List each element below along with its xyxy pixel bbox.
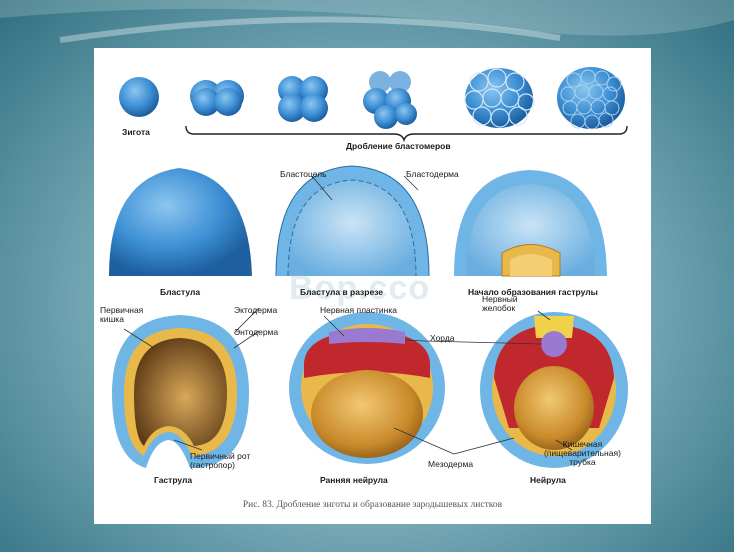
label-mesoderm: Мезодерма xyxy=(428,460,473,469)
label-cleavage: Дробление бластомеров xyxy=(346,142,451,151)
label-zygote: Зигота xyxy=(122,128,150,137)
label-blastoderm: Бластодерма xyxy=(406,170,459,179)
eight-cell-stage xyxy=(363,71,417,129)
blastula-section xyxy=(276,166,429,276)
label-ectoderm: Эктодерма xyxy=(234,306,277,315)
label-endoderm: Энтодерма xyxy=(234,328,278,337)
label-blastula: Бластула xyxy=(160,288,200,297)
gastrula-section xyxy=(112,315,249,468)
label-neural-plate: Нервная пластинка xyxy=(320,306,397,315)
early-gastrula-section xyxy=(454,170,607,276)
label-neurula: Нейрула xyxy=(530,476,566,485)
two-cell-stage xyxy=(190,80,244,116)
zygote-cell xyxy=(119,77,159,117)
label-primary-mouth: Первичный рот (гастропор) xyxy=(190,452,250,470)
label-blastocoel: Бластоцель xyxy=(280,170,327,179)
figure-card: Вор.ссо Зигота Дробление бластомеров Бла… xyxy=(94,48,651,524)
figure-caption: Рис. 83. Дробление зиготы и образование … xyxy=(94,500,651,510)
label-neural-groove: Нервный желобок xyxy=(482,295,518,313)
label-blastula-section: Бластула в разрезе xyxy=(300,288,383,297)
label-primary-gut: Первичная кишка xyxy=(100,306,143,324)
label-notochord: Хорда xyxy=(430,334,455,343)
early-neurula-section xyxy=(289,312,445,464)
label-early-neurula: Ранняя нейрула xyxy=(320,476,388,485)
label-gut-tube: Кишечная (пищеварительная) трубка xyxy=(544,440,621,467)
cleavage-brace xyxy=(186,126,627,140)
blastula-whole xyxy=(109,168,252,276)
morula-stage xyxy=(557,67,625,129)
four-cell-stage xyxy=(278,76,328,122)
label-gastrula: Гаструла xyxy=(154,476,192,485)
sixteen-cell-stage xyxy=(465,68,534,128)
